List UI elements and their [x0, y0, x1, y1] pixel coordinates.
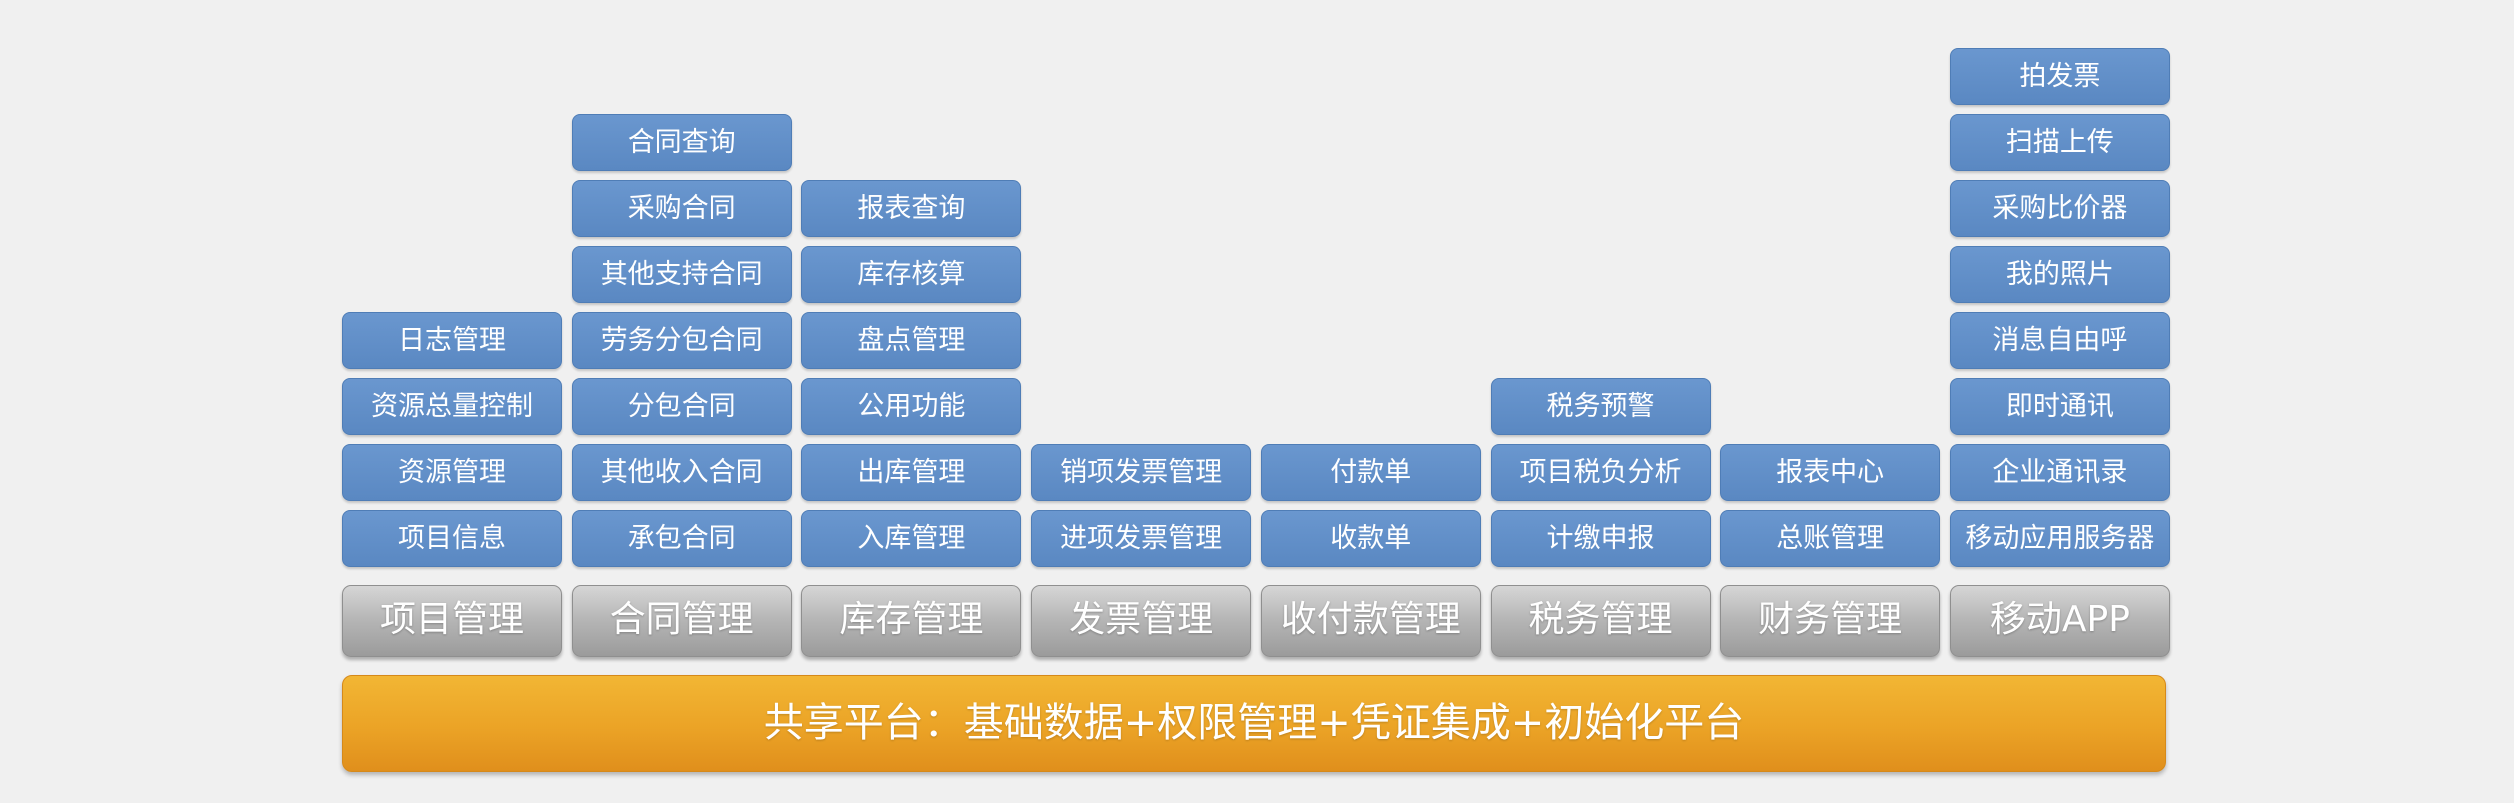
function-item[interactable]: 日志管理 — [342, 312, 562, 369]
module-column: 拍发票扫描上传采购比价器我的照片消息自由呼即时通讯企业通讯录移动应用服务器移动A… — [1949, 0, 2170, 660]
function-item[interactable]: 分包合同 — [571, 378, 792, 435]
function-item[interactable]: 消息自由呼 — [1949, 312, 2170, 369]
function-item[interactable]: 扫描上传 — [1949, 114, 2170, 171]
function-item[interactable]: 计缴申报 — [1490, 510, 1711, 567]
function-item[interactable]: 资源管理 — [342, 444, 562, 501]
function-item[interactable]: 付款单 — [1260, 444, 1481, 501]
module-button[interactable]: 收付款管理 — [1260, 585, 1481, 657]
function-item[interactable]: 即时通讯 — [1949, 378, 2170, 435]
module-column: 合同查询采购合同其他支持合同劳务分包合同分包合同其他收入合同承包合同合同管理 — [571, 0, 792, 660]
module-button[interactable]: 税务管理 — [1490, 585, 1711, 657]
module-button[interactable]: 移动APP — [1949, 585, 2170, 657]
function-item[interactable]: 总账管理 — [1720, 510, 1941, 567]
module-button[interactable]: 合同管理 — [571, 585, 792, 657]
module-column: 报表中心总账管理财务管理 — [1720, 0, 1941, 660]
function-item[interactable]: 我的照片 — [1949, 246, 2170, 303]
function-item[interactable]: 入库管理 — [801, 510, 1022, 567]
function-item[interactable]: 公用功能 — [801, 378, 1022, 435]
function-item[interactable]: 其他支持合同 — [571, 246, 792, 303]
function-item[interactable]: 其他收入合同 — [571, 444, 792, 501]
module-button[interactable]: 库存管理 — [801, 585, 1022, 657]
function-item[interactable]: 税务预警 — [1490, 378, 1711, 435]
function-item[interactable]: 收款单 — [1260, 510, 1481, 567]
function-item[interactable]: 采购合同 — [571, 180, 792, 237]
function-item[interactable]: 承包合同 — [571, 510, 792, 567]
function-item[interactable]: 企业通讯录 — [1949, 444, 2170, 501]
function-item[interactable]: 劳务分包合同 — [571, 312, 792, 369]
function-item[interactable]: 合同查询 — [571, 114, 792, 171]
function-item[interactable]: 移动应用服务器 — [1949, 510, 2170, 567]
function-item[interactable]: 资源总量控制 — [342, 378, 562, 435]
function-item[interactable]: 进项发票管理 — [1031, 510, 1252, 567]
module-button[interactable]: 项目管理 — [342, 585, 562, 657]
function-item[interactable]: 项目税负分析 — [1490, 444, 1711, 501]
function-item[interactable]: 库存核算 — [801, 246, 1022, 303]
function-item[interactable]: 报表中心 — [1720, 444, 1941, 501]
function-item[interactable]: 采购比价器 — [1949, 180, 2170, 237]
function-item[interactable]: 销项发票管理 — [1031, 444, 1252, 501]
function-item[interactable]: 拍发票 — [1949, 48, 2170, 105]
module-column: 报表查询库存核算盘点管理公用功能出库管理入库管理库存管理 — [801, 0, 1022, 660]
function-item[interactable]: 出库管理 — [801, 444, 1022, 501]
function-item[interactable]: 盘点管理 — [801, 312, 1022, 369]
function-item[interactable]: 项目信息 — [342, 510, 562, 567]
function-item[interactable]: 报表查询 — [801, 180, 1022, 237]
shared-platform-bar: 共享平台：基础数据+权限管理+凭证集成+初始化平台 — [342, 675, 2166, 772]
module-button[interactable]: 发票管理 — [1031, 585, 1252, 657]
module-column: 日志管理资源总量控制资源管理项目信息项目管理 — [342, 0, 562, 660]
module-column: 销项发票管理进项发票管理发票管理 — [1031, 0, 1252, 660]
module-column: 税务预警项目税负分析计缴申报税务管理 — [1490, 0, 1711, 660]
module-column: 付款单收款单收付款管理 — [1260, 0, 1481, 660]
module-button[interactable]: 财务管理 — [1720, 585, 1941, 657]
